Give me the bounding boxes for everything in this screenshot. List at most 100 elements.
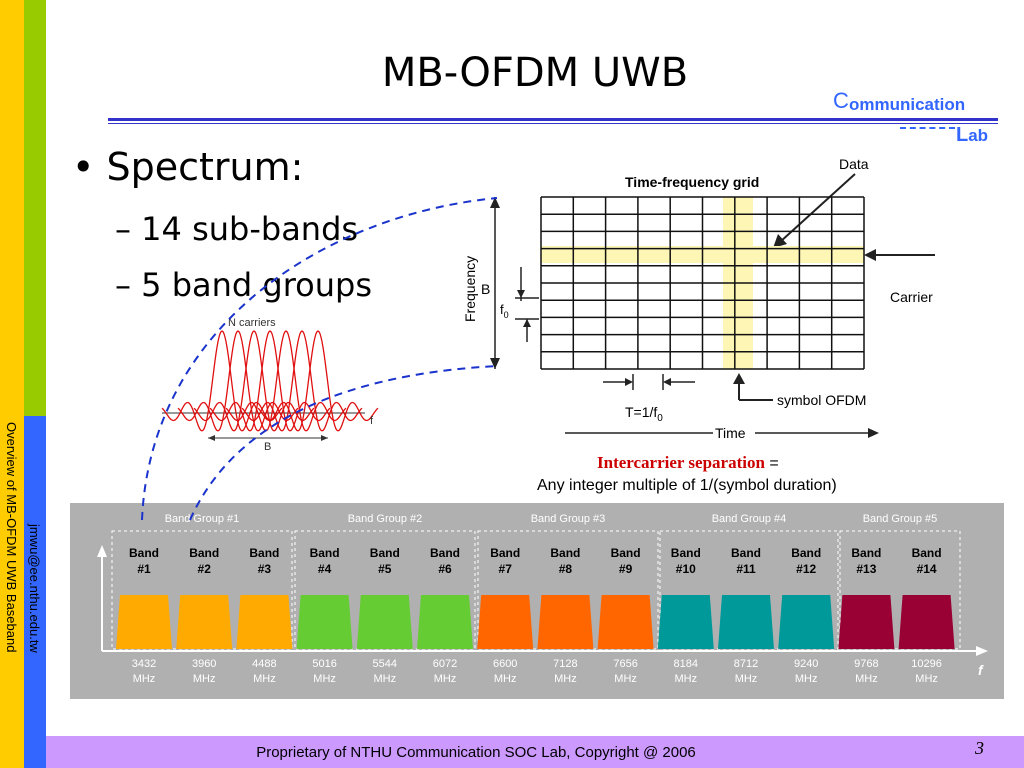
f0-label-sub: 0 bbox=[504, 310, 509, 320]
band-frequency-unit: MHz bbox=[855, 673, 878, 685]
band-label: Band bbox=[129, 546, 159, 560]
footer-text: Proprietary of NTHU Communication SOC La… bbox=[256, 744, 696, 761]
period-label: T=1/f0 bbox=[625, 404, 663, 424]
band-block bbox=[657, 595, 714, 649]
band-group-label: Band Group #1 bbox=[165, 513, 240, 525]
title-rule-thick bbox=[108, 118, 998, 121]
title-rule-thin bbox=[108, 123, 998, 124]
band-label: Band bbox=[249, 546, 279, 560]
tf-carrier-label: Carrier bbox=[890, 289, 933, 305]
carriers-f-label: f bbox=[370, 415, 374, 427]
band-frequency: 6072 bbox=[433, 658, 457, 670]
band-frequency-unit: MHz bbox=[434, 673, 457, 685]
band-plan-axis-arrow bbox=[976, 646, 988, 656]
band-frequency-unit: MHz bbox=[735, 673, 758, 685]
band-number: #12 bbox=[796, 562, 816, 576]
intercarrier-equals: = bbox=[764, 455, 779, 472]
band-block bbox=[236, 595, 293, 649]
f0-arrow-down bbox=[517, 290, 525, 298]
band-block bbox=[296, 595, 353, 649]
band-plan-f-label: f bbox=[978, 662, 984, 678]
n-carriers-figure: N carriers f B bbox=[161, 317, 379, 453]
sub-bullet-subbands-text: 14 sub-bands bbox=[141, 210, 359, 248]
band-frequency-unit: MHz bbox=[915, 673, 938, 685]
carriers-b-arrow-left bbox=[208, 435, 215, 441]
bullet-spectrum-text: Spectrum: bbox=[106, 145, 304, 189]
band-frequency-unit: MHz bbox=[133, 673, 156, 685]
sidebar-caption: Overview of MB-OFDM UWB Baseband bbox=[4, 422, 19, 653]
logo-communication: ommunication bbox=[849, 95, 966, 114]
sub-bullet-bandgroups-text: 5 band groups bbox=[141, 266, 372, 304]
band-block bbox=[417, 595, 473, 649]
data-pointer-head bbox=[773, 234, 787, 248]
sub-bullet-bandgroups: – 5 band groups bbox=[115, 266, 372, 304]
page-number: 3 bbox=[975, 738, 984, 758]
tf-symbol-label: symbol OFDM bbox=[777, 392, 866, 408]
band-frequency: 3432 bbox=[132, 658, 156, 670]
band-group-frame bbox=[477, 530, 659, 650]
band-block bbox=[838, 595, 895, 649]
band-label: Band bbox=[370, 546, 400, 560]
logo-lab: Lab bbox=[956, 124, 988, 147]
band-block bbox=[477, 595, 534, 649]
sub-bullet-subbands: – 14 sub-bands bbox=[115, 210, 359, 248]
band-label: Band bbox=[791, 546, 821, 560]
f0-label-main: f bbox=[500, 302, 504, 317]
band-label: Band bbox=[310, 546, 340, 560]
band-group-label: Band Group #2 bbox=[348, 513, 423, 525]
band-frequency-unit: MHz bbox=[554, 673, 577, 685]
band-block bbox=[597, 595, 654, 649]
band-group-label: Band Group #4 bbox=[712, 513, 787, 525]
band-label: Band bbox=[189, 546, 219, 560]
band-number: #8 bbox=[559, 562, 573, 576]
band-number: #1 bbox=[137, 562, 151, 576]
band-frequency: 9768 bbox=[854, 658, 878, 670]
band-frequency: 10296 bbox=[911, 658, 942, 670]
tf-grid-lines bbox=[540, 196, 865, 370]
band-number: #11 bbox=[736, 562, 756, 576]
band-frequency: 3960 bbox=[192, 658, 216, 670]
band-label: Band bbox=[731, 546, 761, 560]
band-frequency: 6600 bbox=[493, 658, 517, 670]
sidebar-email: jmwu@ee.nthu.edu.tw bbox=[27, 524, 42, 653]
band-number: #3 bbox=[258, 562, 272, 576]
frequency-axis-label: Frequency bbox=[462, 256, 478, 322]
band-plan-vertical-arrow bbox=[97, 545, 107, 557]
band-group-frame bbox=[839, 530, 961, 650]
period-label-sub: 0 bbox=[657, 413, 663, 424]
period-label-main: T=1/f bbox=[625, 404, 657, 420]
tf-grid-title: Time-frequency grid bbox=[625, 174, 759, 190]
band-block bbox=[116, 595, 172, 649]
band-label: Band bbox=[430, 546, 460, 560]
band-frequency-unit: MHz bbox=[253, 673, 276, 685]
intercarrier-line-1: Intercarrier separation = bbox=[537, 452, 937, 475]
slide-title: MB-OFDM UWB bbox=[381, 50, 689, 96]
band-frequency: 9240 bbox=[794, 658, 818, 670]
band-block bbox=[778, 595, 835, 649]
f0-label: f0 bbox=[500, 302, 509, 320]
band-number: #2 bbox=[198, 562, 212, 576]
f0-arrow-up bbox=[523, 319, 531, 327]
frequency-b-arrow-top bbox=[490, 197, 500, 208]
time-frequency-grid-figure: Time-frequency grid Data Frequency B f0 … bbox=[462, 156, 935, 441]
band-block bbox=[718, 595, 774, 649]
band-label: Band bbox=[851, 546, 881, 560]
band-group-frame bbox=[294, 530, 476, 650]
footer-bar bbox=[46, 736, 1024, 768]
band-label: Band bbox=[611, 546, 641, 560]
band-number: #10 bbox=[676, 562, 696, 576]
period-arrow-right-head bbox=[663, 378, 671, 386]
intercarrier-line-2: Any integer multiple of 1/(symbol durati… bbox=[537, 477, 837, 494]
band-frequency: 5544 bbox=[373, 658, 397, 670]
logo-lab-l: L bbox=[956, 124, 969, 146]
intercarrier-red-text: Intercarrier separation bbox=[597, 453, 765, 472]
band-number: #6 bbox=[438, 562, 452, 576]
bullet-spectrum: • Spectrum: bbox=[72, 145, 304, 189]
sidebar-yellow-strip bbox=[0, 0, 24, 768]
time-axis-label: Time bbox=[715, 425, 746, 441]
n-carriers-label: N carriers bbox=[228, 317, 276, 329]
band-frequency: 7128 bbox=[553, 658, 577, 670]
tf-data-label: Data bbox=[839, 156, 869, 172]
band-frequency-unit: MHz bbox=[313, 673, 336, 685]
